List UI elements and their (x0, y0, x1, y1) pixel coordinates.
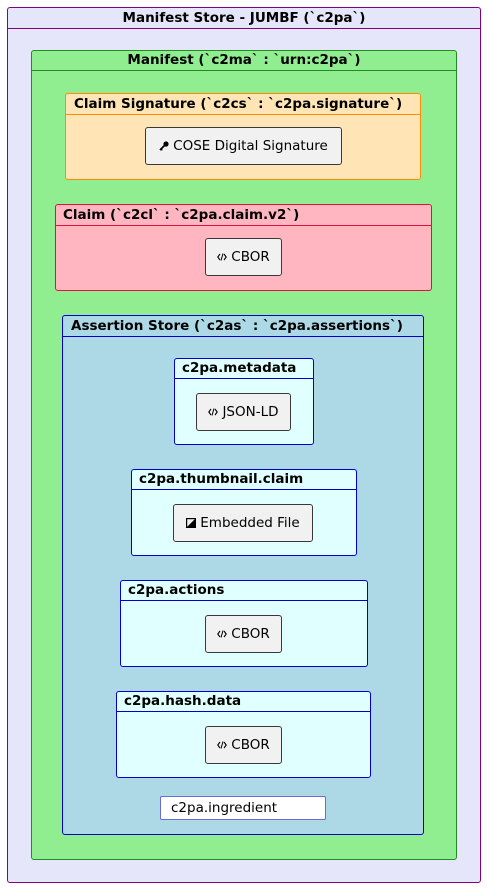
code-icon (217, 628, 228, 640)
assertion-title: c2pa.metadata (175, 359, 313, 379)
assertion-title: c2pa.actions (121, 581, 367, 601)
cose-signature-label: COSE Digital Signature (173, 138, 328, 154)
assertion-title: c2pa.thumbnail.claim (132, 470, 356, 490)
hash-data-cbor-label: CBOR (231, 737, 270, 753)
ingredient-node[interactable]: c2pa.ingredient (160, 796, 326, 820)
claim-title: Claim (`c2cl` : `c2pa.claim.v2`) (56, 205, 431, 226)
claim-cbor-label: CBOR (231, 249, 270, 265)
assertion-store-title: Assertion Store (`c2as` : `c2pa.assertio… (63, 316, 423, 337)
hash-data-cbor-node[interactable]: CBOR (205, 726, 282, 764)
key-icon (159, 140, 169, 152)
metadata-jsonld-label: JSON-LD (222, 404, 279, 420)
code-icon (217, 739, 228, 751)
manifest-title: Manifest (`c2ma` : `urn:c2pa`) (32, 51, 456, 71)
code-icon (208, 406, 219, 418)
thumbnail-embedded-file-node[interactable]: Embedded File (173, 504, 313, 542)
claim-cbor-node[interactable]: CBOR (205, 238, 282, 276)
cose-signature-node[interactable]: COSE Digital Signature (145, 127, 342, 165)
actions-cbor-node[interactable]: CBOR (205, 615, 282, 653)
actions-cbor-label: CBOR (231, 626, 270, 642)
thumbnail-embedded-file-label: Embedded File (200, 515, 300, 531)
image-icon (186, 517, 197, 529)
assertion-title: c2pa.hash.data (117, 692, 370, 712)
code-icon (217, 251, 228, 263)
claim-container: Claim (`c2cl` : `c2pa.claim.v2`) (55, 204, 432, 291)
claim-signature-title: Claim Signature (`c2cs` : `c2pa.signatur… (66, 94, 420, 115)
manifest-store-title: Manifest Store - JUMBF (`c2pa`) (8, 8, 480, 29)
metadata-jsonld-node[interactable]: JSON-LD (196, 393, 291, 431)
claim-signature-container: Claim Signature (`c2cs` : `c2pa.signatur… (65, 93, 421, 180)
